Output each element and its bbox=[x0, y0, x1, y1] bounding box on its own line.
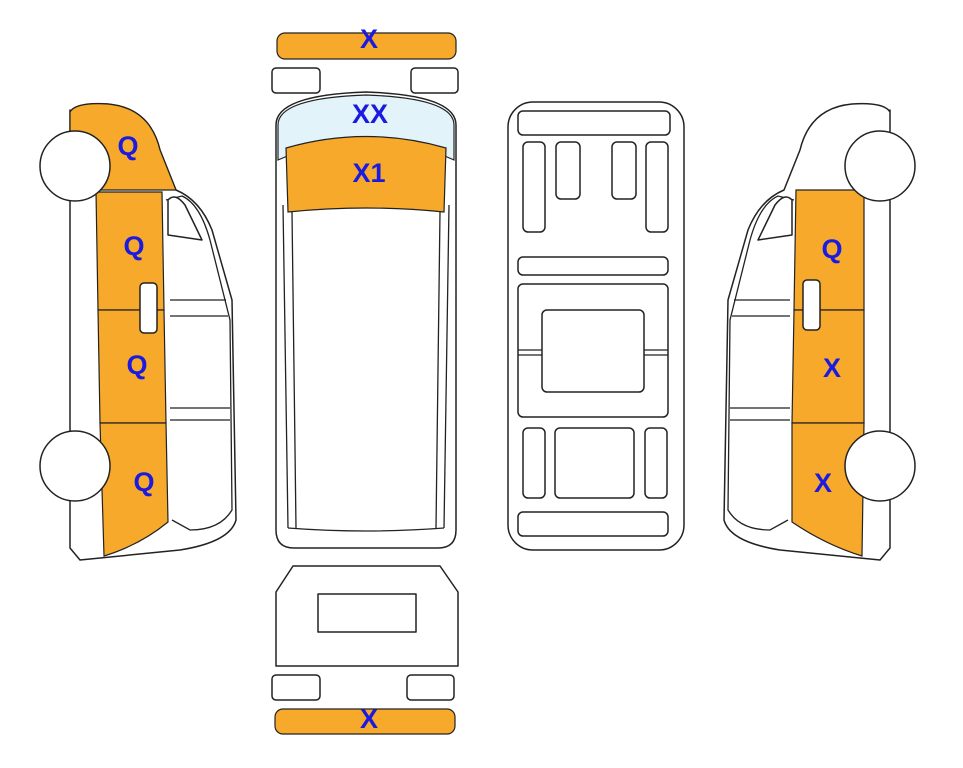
top-rear-edge bbox=[287, 527, 445, 532]
left-window-inner bbox=[170, 299, 230, 421]
interior-view bbox=[507, 101, 685, 551]
rear-left-taillight bbox=[271, 674, 321, 701]
left-front-window bbox=[167, 196, 203, 241]
front-right-headlight bbox=[410, 67, 459, 94]
left-fender-label: Q bbox=[117, 131, 138, 161]
damage-labels: X XX X1 X Q Q Q Q Q X X bbox=[117, 24, 842, 734]
left-rear-wheel bbox=[39, 430, 111, 502]
rear-seat-center bbox=[554, 427, 635, 499]
top-left-rail bbox=[282, 204, 289, 529]
left-side-view bbox=[39, 102, 237, 561]
front-view bbox=[271, 32, 459, 94]
left-rear-quarter-label: Q bbox=[133, 467, 154, 497]
right-sliding-door-label: X bbox=[823, 353, 841, 383]
front-seat-right-inner bbox=[611, 141, 637, 200]
left-front-wheel bbox=[39, 130, 111, 202]
left-front-door-label: Q bbox=[123, 231, 144, 261]
right-front-window bbox=[757, 196, 793, 241]
left-sliding-door-label: Q bbox=[126, 350, 147, 380]
front-left-headlight bbox=[271, 67, 321, 94]
left-rear-quarter-panel[interactable] bbox=[99, 422, 169, 557]
seat-row-divider-1 bbox=[517, 256, 669, 276]
hood-panel[interactable] bbox=[285, 135, 447, 213]
right-door-handle[interactable] bbox=[802, 279, 821, 331]
top-left-rail-inner bbox=[291, 211, 297, 529]
middle-console bbox=[541, 309, 645, 393]
top-view bbox=[275, 91, 457, 549]
left-window-frame bbox=[165, 195, 233, 531]
left-door-handle[interactable] bbox=[139, 282, 158, 334]
front-seat-left-inner bbox=[555, 141, 581, 200]
rear-bumper-panel[interactable] bbox=[274, 708, 456, 735]
rear-seat-right bbox=[644, 427, 668, 499]
rear-bumper-label: X bbox=[360, 704, 378, 734]
right-window-frame bbox=[727, 195, 795, 531]
top-right-rail bbox=[443, 204, 450, 529]
rear-right-taillight bbox=[406, 674, 455, 701]
right-side-view bbox=[723, 102, 916, 561]
top-right-rail-inner bbox=[435, 211, 441, 529]
right-rear-wheel bbox=[844, 430, 916, 502]
rear-view bbox=[271, 565, 459, 735]
front-bumper-panel[interactable] bbox=[276, 32, 457, 60]
rear-window bbox=[317, 593, 417, 633]
right-front-door-label: Q bbox=[821, 234, 842, 264]
hood-label: X1 bbox=[352, 158, 385, 188]
windshield-label: XX bbox=[352, 99, 388, 129]
right-rear-quarter-label: X bbox=[814, 468, 832, 498]
right-window-inner bbox=[730, 299, 790, 421]
front-seat-left-outer bbox=[522, 141, 546, 233]
dashboard bbox=[517, 110, 671, 136]
front-seat-right-outer bbox=[645, 141, 669, 233]
right-front-wheel bbox=[844, 130, 916, 202]
cargo-area bbox=[517, 511, 669, 537]
front-bumper-label: X bbox=[360, 24, 378, 54]
rear-seat-left bbox=[522, 427, 546, 499]
